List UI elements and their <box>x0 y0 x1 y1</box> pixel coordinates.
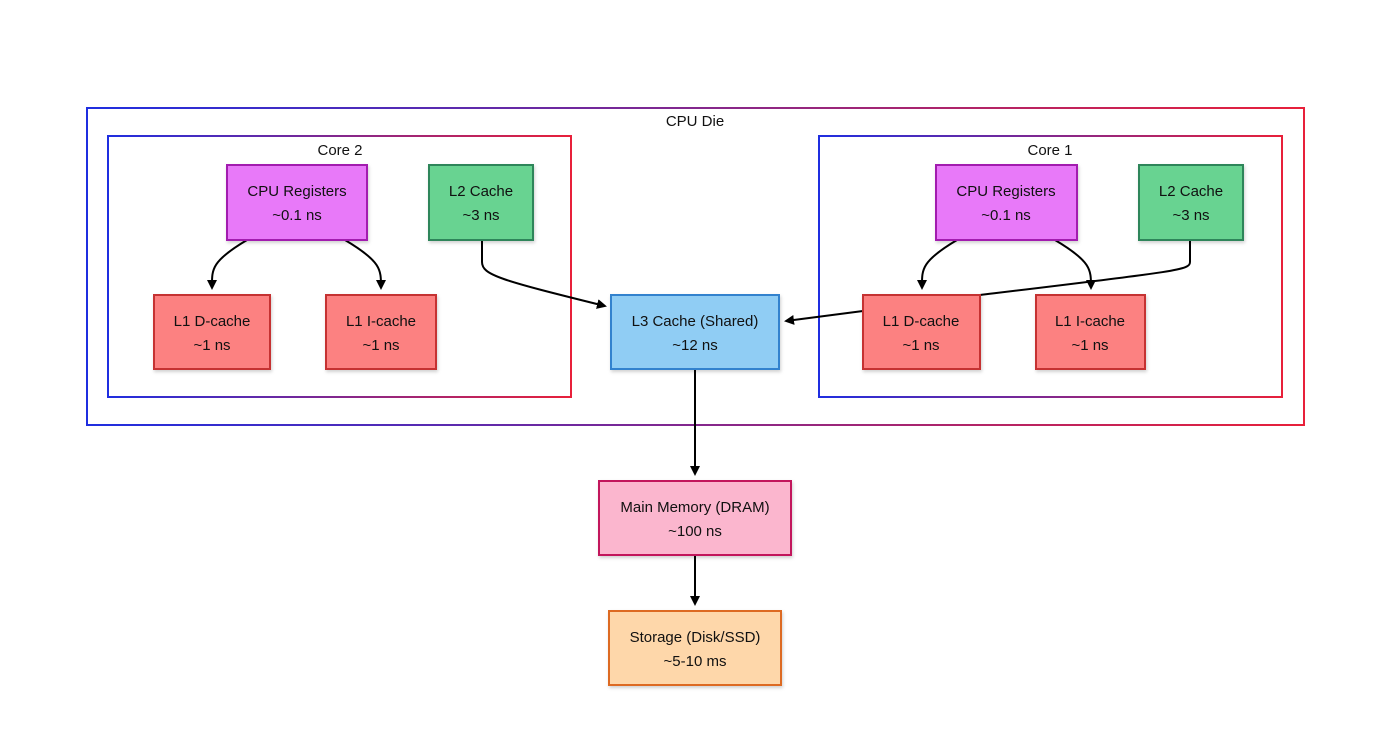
core-2-l1i-latency: ~1 ns <box>362 337 399 354</box>
core-2-registers-name: CPU Registers <box>247 183 346 200</box>
core-2-l2-node: L2 Cache ~3 ns <box>428 164 534 241</box>
core-2-l2-name: L2 Cache <box>449 183 513 200</box>
main-memory-name: Main Memory (DRAM) <box>620 499 769 516</box>
arrow-core2-l2-to-l3 <box>481 240 607 309</box>
core-2-l1i-node: L1 I-cache ~1 ns <box>325 294 437 370</box>
storage-latency: ~5-10 ms <box>664 653 727 670</box>
main-memory-node: Main Memory (DRAM) ~100 ns <box>598 480 792 556</box>
cpu-die-label: CPU Die <box>666 113 724 130</box>
core-1-l1d-latency: ~1 ns <box>902 337 939 354</box>
core-1-l1d-node: L1 D-cache ~1 ns <box>862 294 981 370</box>
core-1-border <box>818 135 1283 398</box>
core-1-registers-node: CPU Registers ~0.1 ns <box>935 164 1078 241</box>
arrow-core1-registers-to-l1i <box>1054 239 1097 290</box>
core-1-l1i-latency: ~1 ns <box>1071 337 1108 354</box>
core-2-l1d-latency: ~1 ns <box>193 337 230 354</box>
core-1-l2-latency: ~3 ns <box>1172 207 1209 224</box>
core-1-l1d-name: L1 D-cache <box>883 313 960 330</box>
l3-cache-node: L3 Cache (Shared) ~12 ns <box>610 294 780 370</box>
l3-cache-latency: ~12 ns <box>672 337 717 354</box>
core-2-label: Core 2 <box>317 142 362 159</box>
main-memory-latency: ~100 ns <box>668 523 722 540</box>
core-2-group: Core 2 <box>107 135 572 398</box>
core-2-l1d-name: L1 D-cache <box>174 313 251 330</box>
core-1-group: Core 1 <box>818 135 1283 398</box>
arrow-core2-registers-to-l1d <box>206 239 248 290</box>
arrow-core1-l2-to-l1d <box>979 240 1191 296</box>
l3-cache-name: L3 Cache (Shared) <box>632 313 759 330</box>
core-1-registers-name: CPU Registers <box>956 183 1055 200</box>
core-1-l1i-name: L1 I-cache <box>1055 313 1125 330</box>
core-1-l1i-node: L1 I-cache ~1 ns <box>1035 294 1146 370</box>
core-2-registers-latency: ~0.1 ns <box>272 207 322 224</box>
arrow-core1-registers-to-l1d <box>916 239 958 290</box>
core-1-l2-name: L2 Cache <box>1159 183 1223 200</box>
core-2-l1i-name: L1 I-cache <box>346 313 416 330</box>
core-2-registers-node: CPU Registers ~0.1 ns <box>226 164 368 241</box>
core-1-l2-node: L2 Cache ~3 ns <box>1138 164 1244 241</box>
storage-node: Storage (Disk/SSD) ~5-10 ms <box>608 610 782 686</box>
storage-name: Storage (Disk/SSD) <box>630 629 761 646</box>
core-2-l2-latency: ~3 ns <box>462 207 499 224</box>
core-1-registers-latency: ~0.1 ns <box>981 207 1031 224</box>
arrow-core2-registers-to-l1i <box>344 239 387 290</box>
core-1-label: Core 1 <box>1027 142 1072 159</box>
connectors <box>206 239 1191 606</box>
arrow-core1-l1d-to-l3 <box>784 310 864 325</box>
core-2-border <box>107 135 572 398</box>
core-2-l1d-node: L1 D-cache ~1 ns <box>153 294 271 370</box>
